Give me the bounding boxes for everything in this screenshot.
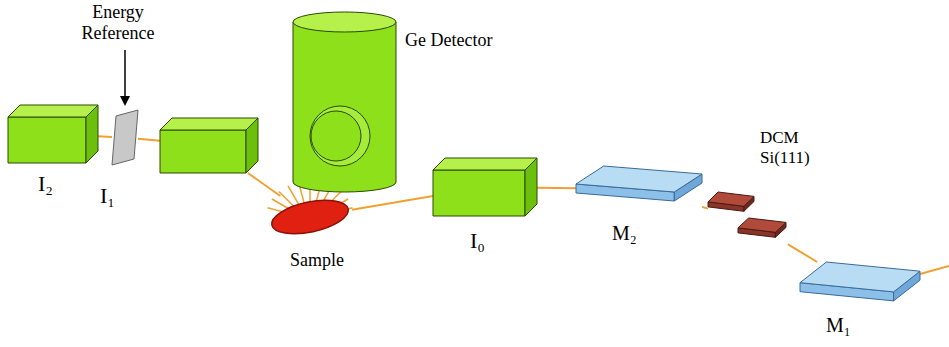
leader-arrowhead: [120, 96, 130, 106]
ion-chamber: I₁: [160, 118, 258, 173]
part-label: Ge Detector: [405, 30, 492, 51]
x-ray-beam: [248, 173, 280, 196]
beam-line: [98, 135, 112, 138]
x-ray-beam: [352, 196, 433, 210]
shape-face: [433, 170, 525, 216]
x-ray-beam: [138, 139, 160, 141]
beam-line: [537, 187, 576, 190]
part-label: Sample: [290, 250, 344, 271]
part-label: DCM Si(111): [760, 128, 830, 167]
ell-shape: [268, 196, 352, 238]
x-ray-beam: [537, 187, 576, 189]
part-label: I₁: [100, 183, 115, 208]
reference-foil: Energy Reference: [112, 110, 138, 165]
cyl-shape: [292, 12, 397, 192]
shape-face: [246, 118, 258, 173]
detector-window-inner: [311, 111, 361, 161]
box-shape: [160, 118, 258, 173]
sample-ellipse: [269, 194, 352, 240]
detector-body: [293, 22, 396, 192]
part-label: M₁: [826, 314, 851, 337]
beam-line: [248, 173, 280, 196]
x-ray-beam: [702, 207, 708, 209]
x-ray-beam: [788, 244, 817, 262]
shape-face: [800, 262, 920, 292]
slab-shape: [800, 262, 920, 314]
shape-face: [160, 118, 258, 130]
incoming-beam: [920, 266, 949, 274]
shape-face: [433, 158, 537, 170]
dcm-shape: [708, 192, 788, 248]
shape-face: [112, 110, 138, 165]
x-ray-beam: [98, 136, 112, 138]
monochromator-crystals: DCM Si(111): [708, 192, 788, 248]
fluorescence-ray: [288, 186, 300, 207]
beam-line: [138, 139, 160, 141]
shape-face: [525, 158, 537, 216]
part-label: Energy Reference: [68, 2, 168, 43]
shape-face: [86, 105, 98, 163]
beam-line: [352, 196, 433, 210]
beam-line: [788, 244, 817, 262]
shape-face: [708, 192, 754, 206]
sample-disc: Sample: [268, 196, 352, 238]
ion-chamber: I₀: [433, 158, 537, 216]
shape-face: [8, 117, 86, 163]
slab-shape: [576, 166, 702, 212]
germanium-detector: Ge Detector: [292, 12, 397, 192]
detector-top: [293, 12, 396, 32]
box-shape: [8, 105, 98, 163]
shape-face: [8, 105, 98, 117]
mirror: M₁: [800, 262, 920, 314]
shape-face: [738, 218, 786, 232]
ion-chamber: I₂: [8, 105, 98, 163]
part-label: I₂: [38, 171, 53, 196]
shape-face: [160, 130, 246, 173]
beam-line: [702, 207, 708, 209]
box-shape: [433, 158, 537, 216]
mirror: M₂: [576, 166, 702, 212]
part-label: I₀: [470, 228, 485, 253]
shape-face: [576, 166, 702, 192]
leader-line: [124, 50, 126, 97]
part-label: M₂: [612, 222, 637, 245]
plate-shape: [112, 110, 138, 165]
detector-window: [310, 106, 370, 166]
